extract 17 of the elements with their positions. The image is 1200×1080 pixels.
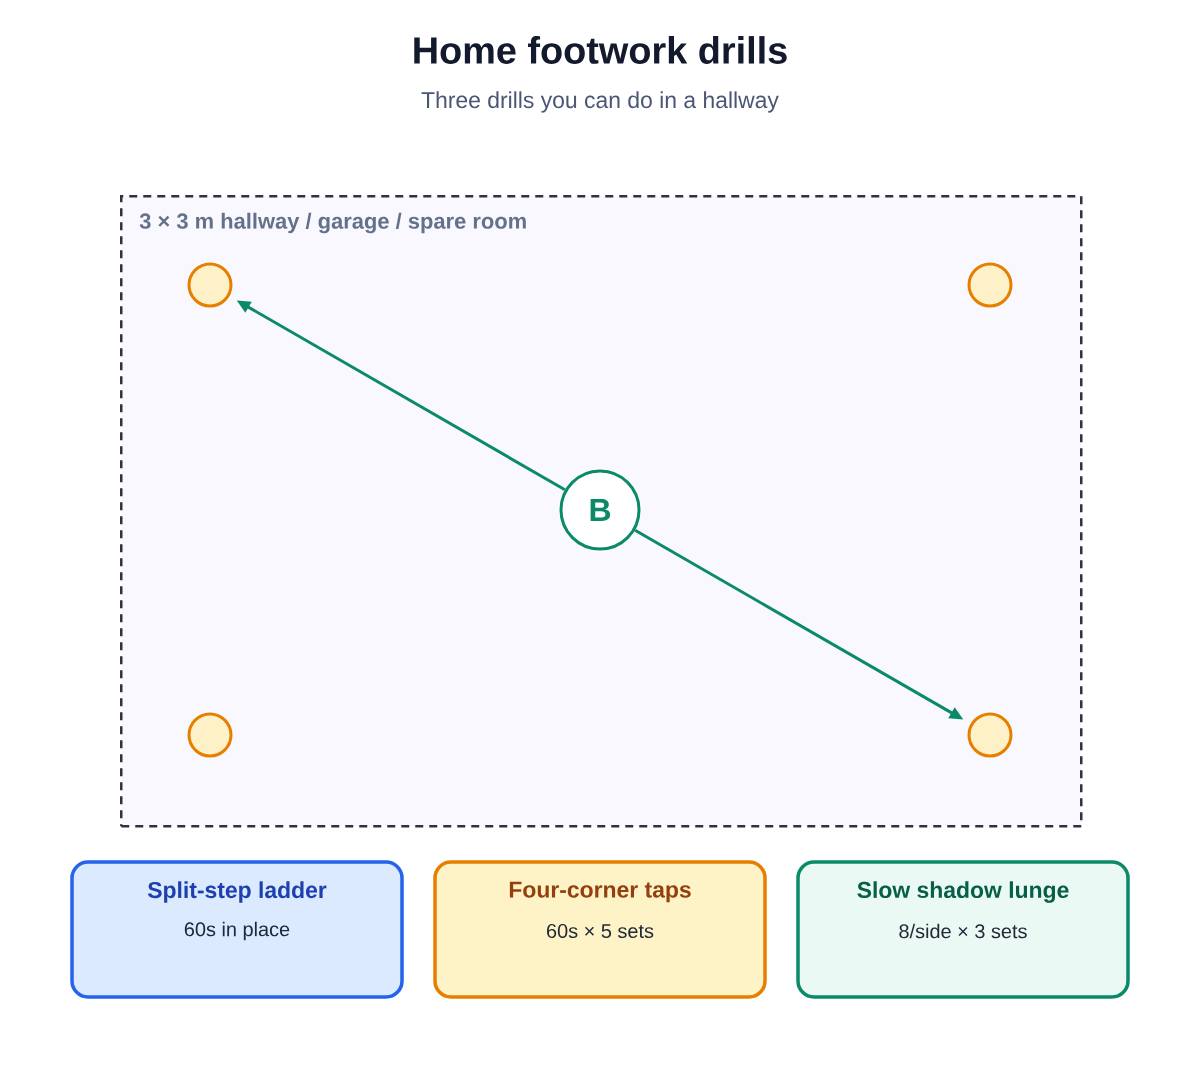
card-title: Slow shadow lunge	[857, 881, 1069, 903]
corner-marker	[967, 712, 1013, 758]
drill-card	[796, 860, 1130, 999]
dashed-area	[120, 195, 1083, 828]
card-text: 60s × 5 sets	[547, 923, 654, 939]
title: Home footwork drills	[414, 36, 787, 64]
corner-marker	[187, 262, 233, 308]
corner-marker	[187, 712, 233, 758]
subtitle: Three drills you can do in a hallway	[421, 91, 779, 113]
card-title: Split-step ladder	[147, 881, 327, 903]
card-text: 60s in place	[184, 921, 290, 941]
corner-marker	[967, 262, 1013, 308]
drill-card	[70, 860, 404, 999]
area-label: 3 × 3 m hallway / garage / spare room	[139, 212, 526, 234]
card-text: 8/side × 3 sets	[899, 923, 1027, 939]
card-title: Four-corner taps	[509, 881, 691, 903]
drill-card	[433, 860, 767, 999]
